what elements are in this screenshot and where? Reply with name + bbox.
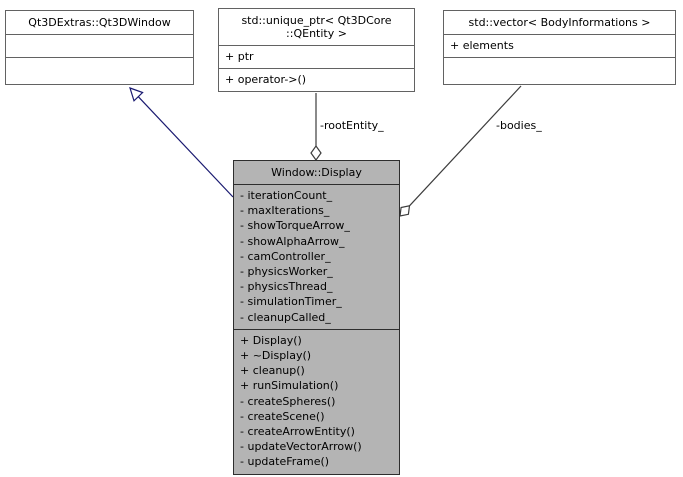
class-window-display-methods-section: + Display() + ~Display() + cleanup() + r… xyxy=(234,328,399,474)
class-vector-bodyinformations[interactable]: std::vector< BodyInformations > + elemen… xyxy=(443,10,676,86)
class-unique-ptr-attributes-section: + ptr xyxy=(219,45,414,68)
class-qt3dwindow-title: Qt3DExtras::Qt3DWindow xyxy=(28,16,171,29)
method: - createSpheres() xyxy=(240,394,336,408)
inheritance-edge xyxy=(137,96,234,198)
method: - createArrowEntity() xyxy=(240,425,355,439)
class-unique-ptr-methods-section: + operator->() xyxy=(219,68,414,91)
class-window-display[interactable]: Window::Display - iterationCount_ - maxI… xyxy=(233,160,400,475)
edge-label-rootentity: -rootEntity_ xyxy=(320,119,384,132)
bodies-diamond-icon xyxy=(399,205,411,217)
method: - createScene() xyxy=(240,409,325,423)
attribute: - simulationTimer_ xyxy=(240,295,342,309)
class-window-display-attributes-section: - iterationCount_ - maxIterations_ - sho… xyxy=(234,184,399,329)
method: + operator->() xyxy=(225,73,307,87)
attribute: + elements xyxy=(450,39,514,52)
attribute: - cleanupCalled_ xyxy=(240,310,331,324)
attribute: + ptr xyxy=(225,50,254,63)
method: + cleanup() xyxy=(240,364,305,378)
class-qt3dwindow[interactable]: Qt3DExtras::Qt3DWindow xyxy=(5,10,194,85)
method: + Display() xyxy=(240,333,302,347)
method: - updateVectorArrow() xyxy=(240,440,362,454)
attribute: - showTorqueArrow_ xyxy=(240,219,350,233)
class-vector-title: std::vector< BodyInformations > xyxy=(468,16,651,29)
attribute: - physicsThread_ xyxy=(240,280,333,294)
bodies-edge xyxy=(409,85,522,207)
inheritance-arrowhead-icon xyxy=(129,87,144,102)
attribute: - iterationCount_ xyxy=(240,189,333,202)
attribute: - showAlphaArrow_ xyxy=(240,234,345,248)
class-qt3dwindow-attributes-section xyxy=(6,34,193,57)
edge-label-bodies: -bodies_ xyxy=(496,119,542,132)
method: - updateFrame() xyxy=(240,455,330,469)
method: + runSimulation() xyxy=(240,379,339,393)
class-unique-ptr[interactable]: std::unique_ptr< Qt3DCore ::QEntity > + … xyxy=(218,8,415,93)
rootentity-diamond-icon xyxy=(310,144,322,162)
class-unique-ptr-title-line1: std::unique_ptr< Qt3DCore xyxy=(241,14,392,27)
class-unique-ptr-title-line2: ::QEntity > xyxy=(286,27,347,40)
class-qt3dwindow-methods-section xyxy=(6,57,193,84)
class-vector-methods-section xyxy=(444,57,675,84)
attribute: - camController_ xyxy=(240,249,331,263)
class-vector-attributes-section: + elements xyxy=(444,34,675,57)
class-unique-ptr-title: std::unique_ptr< Qt3DCore ::QEntity > xyxy=(219,9,414,45)
attribute: - maxIterations_ xyxy=(240,204,330,218)
method: + ~Display() xyxy=(240,349,312,363)
class-window-display-title: Window::Display xyxy=(271,166,362,179)
attribute: - physicsWorker_ xyxy=(240,265,333,279)
